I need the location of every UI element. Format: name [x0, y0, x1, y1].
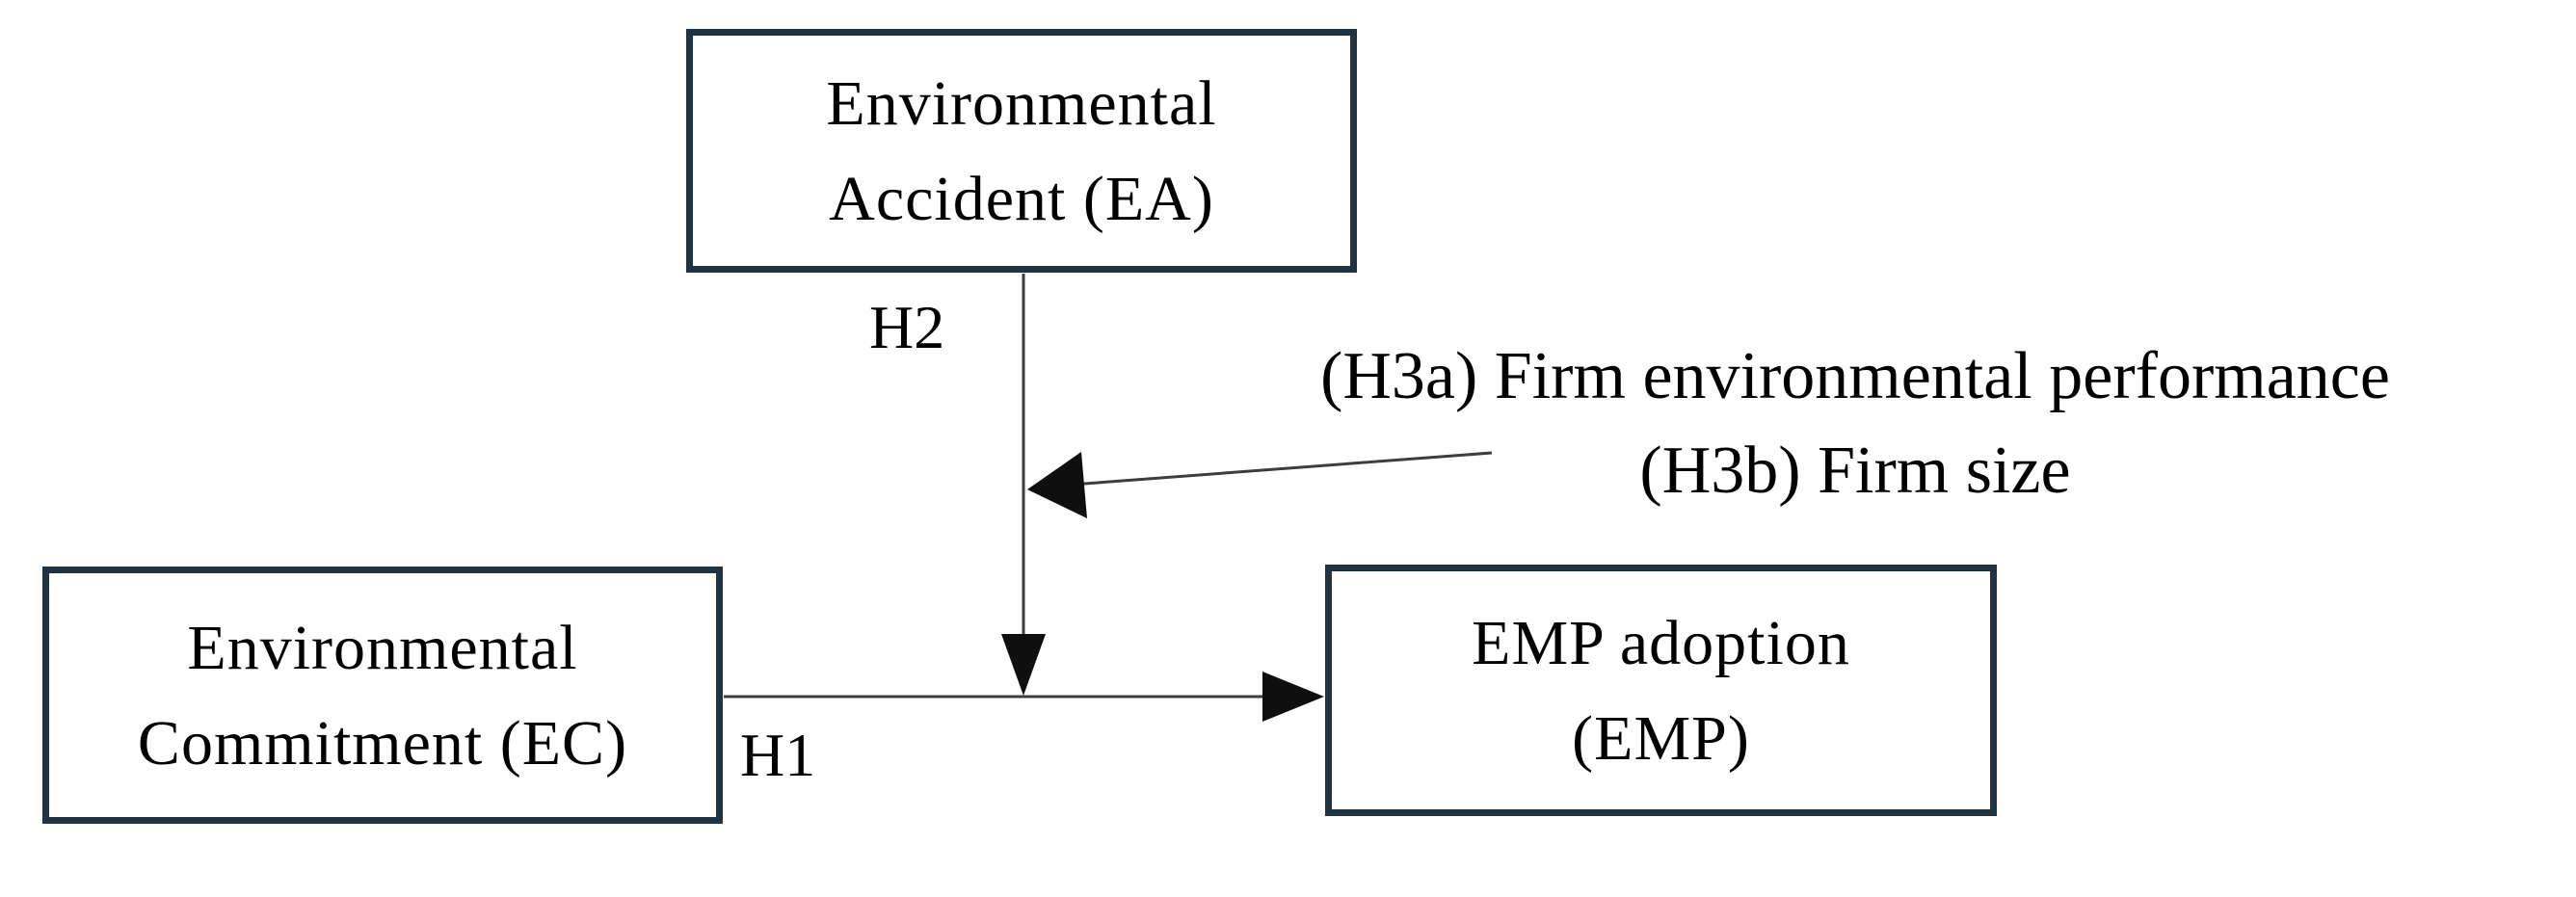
node-environmental-commitment-line2: Commitment (EC)	[137, 707, 628, 778]
edge-label-h1: H1	[740, 721, 816, 789]
node-environmental-accident-line1: Environmental	[826, 67, 1217, 139]
node-environmental-commitment: Environmental Commitment (EC)	[42, 567, 723, 824]
h3-arrowhead-left-icon	[1027, 452, 1087, 518]
edge-label-h3-moderators: (H3a) Firm environmental performance (H3…	[1152, 330, 2559, 518]
h1-arrowhead-right-icon	[1262, 672, 1324, 722]
edge-label-h3b: (H3b) Firm size	[1639, 434, 2071, 508]
node-emp-adoption-line1: EMP adoption	[1472, 607, 1850, 678]
node-environmental-accident: Environmental Accident (EA)	[686, 29, 1357, 273]
node-emp-adoption-line2: (EMP)	[1572, 702, 1750, 774]
node-emp-adoption: EMP adoption (EMP)	[1325, 565, 1997, 816]
edge-label-h2: H2	[869, 293, 945, 361]
node-environmental-accident-line2: Accident (EA)	[829, 163, 1214, 234]
h2-arrowhead-down-icon	[1001, 634, 1046, 696]
node-environmental-commitment-line1: Environmental	[187, 612, 578, 683]
edge-label-h3a: (H3a) Firm environmental performance	[1320, 339, 2390, 413]
